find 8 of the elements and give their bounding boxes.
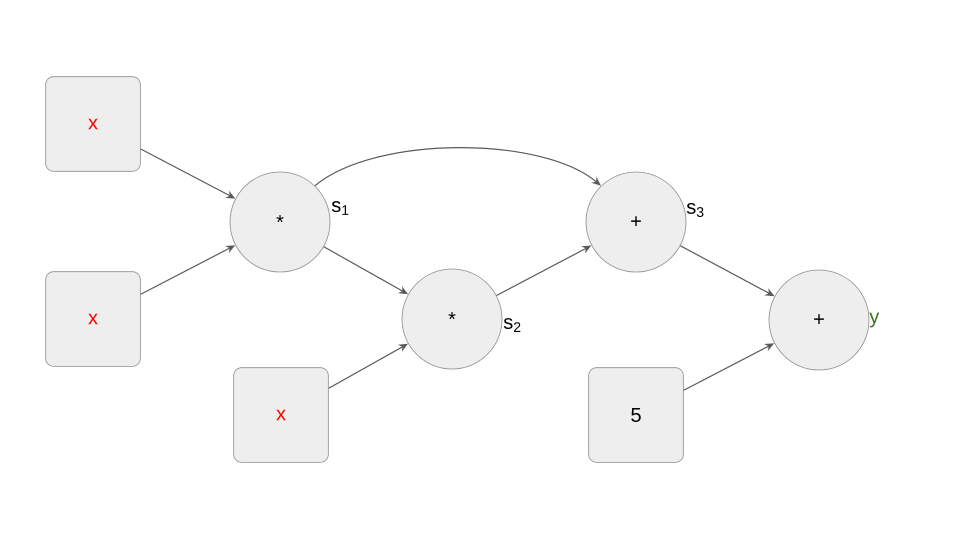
value-box: 5: [588, 367, 684, 463]
variable-label: s$_{1}$: [332, 201, 348, 215]
variable-label: s$_{3}$: [686, 203, 704, 218]
variable-label: s$_{2}$: [504, 318, 520, 332]
value-box: x: [45, 271, 141, 367]
variable-label: y: [869, 312, 880, 328]
value-box: x: [233, 367, 329, 463]
value-box: x: [45, 76, 141, 172]
